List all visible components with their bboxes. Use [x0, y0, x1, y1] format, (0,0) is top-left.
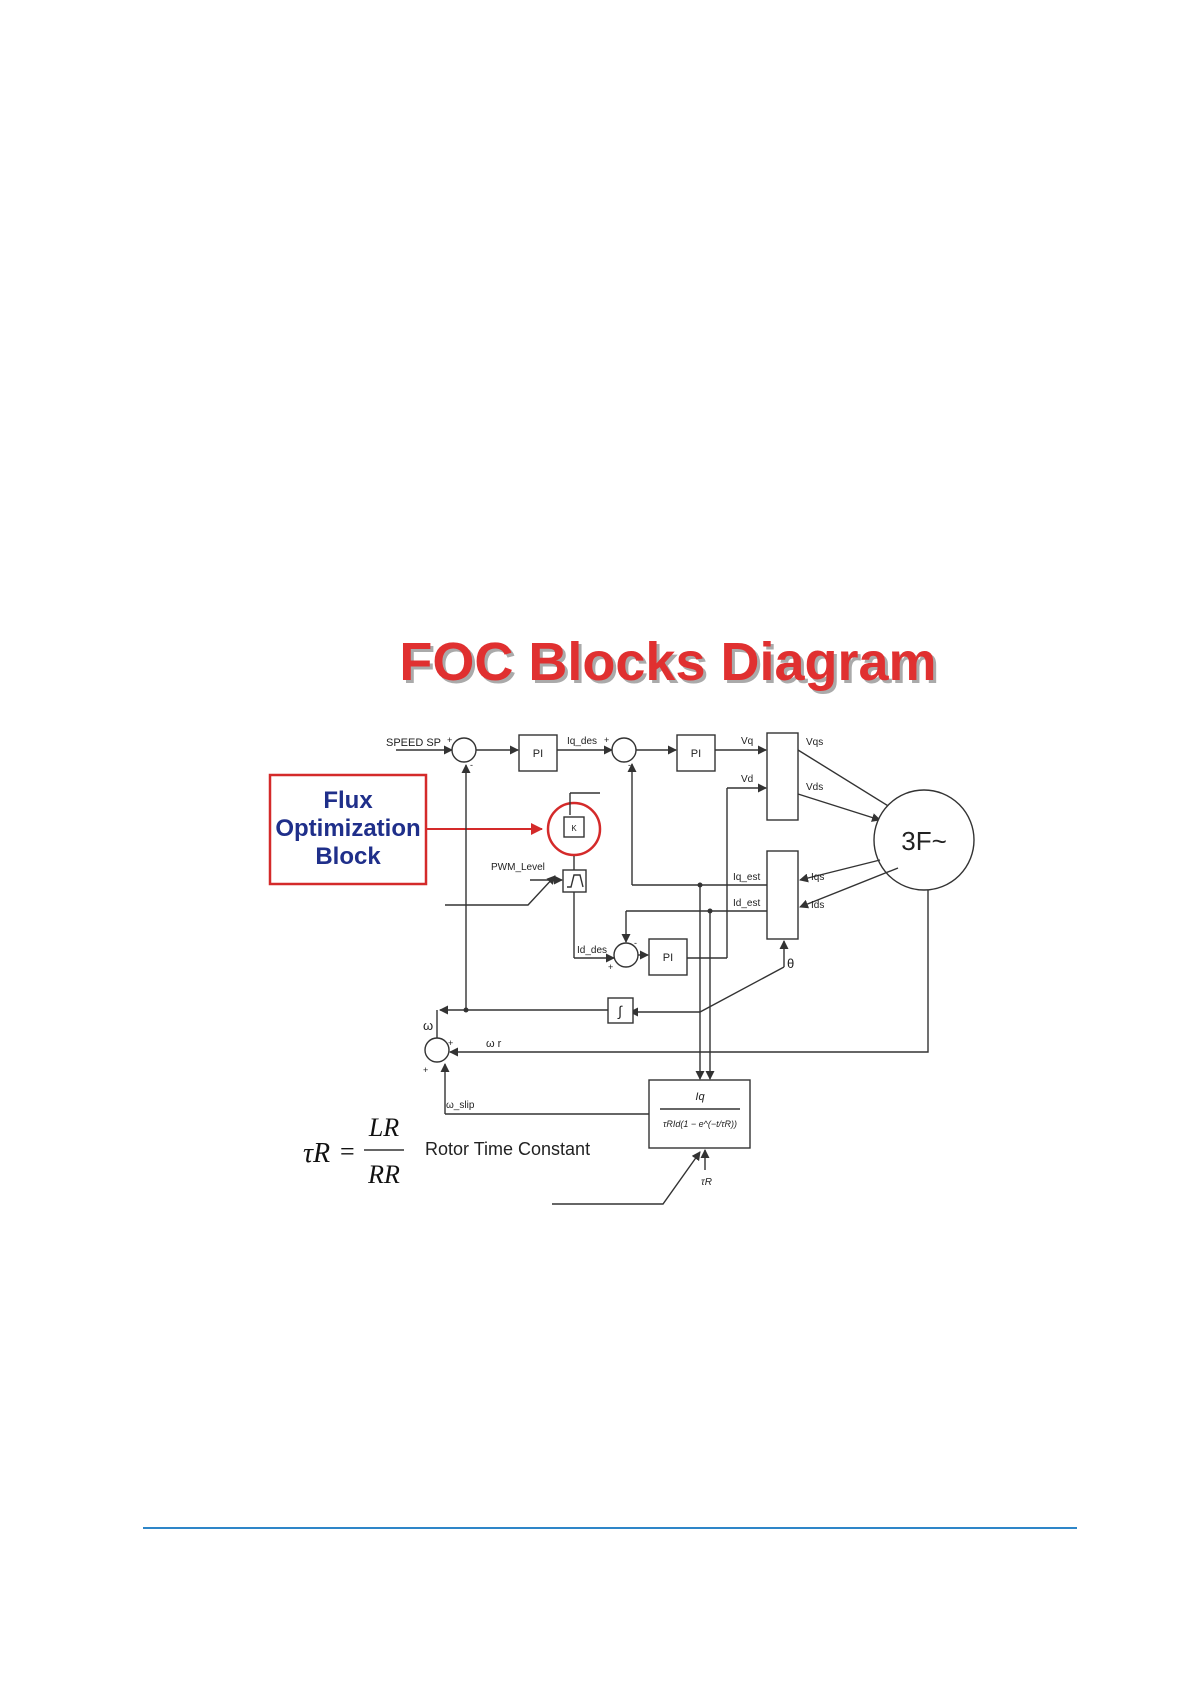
- footer-rule: [143, 1527, 1077, 1529]
- label-speed-sp: SPEED SP: [386, 737, 441, 749]
- svg-text:+: +: [608, 962, 613, 972]
- diagram-title: FOC Blocks Diagram: [399, 632, 936, 692]
- formula-numerator: LR: [368, 1113, 399, 1142]
- sum-omega: [425, 1038, 449, 1062]
- callout-line-3: Block: [315, 843, 381, 870]
- svg-text:-: -: [634, 938, 637, 948]
- motor-label: 3F~: [901, 826, 947, 856]
- label-iq-est: Iq_est: [733, 872, 760, 883]
- formula-equals: =: [340, 1137, 355, 1166]
- svg-text:+: +: [423, 1065, 428, 1075]
- pi-id-label: PI: [663, 952, 673, 964]
- saturation-block: [563, 870, 586, 892]
- pi-speed-label: PI: [533, 748, 543, 760]
- formula-denominator: RR: [367, 1160, 400, 1189]
- svg-text:+: +: [604, 735, 609, 745]
- park-block: [767, 851, 798, 939]
- inverse-park-block: [767, 733, 798, 820]
- label-omega: ω: [423, 1018, 433, 1033]
- label-vq: Vq: [741, 736, 753, 747]
- formula-lhs: τR: [303, 1138, 330, 1169]
- label-iqs: Iqs: [811, 872, 824, 883]
- label-theta: θ: [787, 956, 794, 971]
- label-id-des: Id_des: [577, 945, 607, 956]
- sum-speed: [452, 738, 476, 762]
- label-vds: Vds: [806, 782, 823, 793]
- label-ids: Ids: [811, 900, 824, 911]
- svg-text:-: -: [470, 760, 473, 770]
- slip-denominator: τRId(1 − e^(−t/τR)): [663, 1119, 737, 1129]
- slip-numerator: Iq: [695, 1091, 705, 1103]
- label-vd: Vd: [741, 774, 753, 785]
- label-id-est: Id_est: [733, 898, 760, 909]
- label-vqs: Vqs: [806, 737, 823, 748]
- formula-caption: Rotor Time Constant: [425, 1139, 590, 1159]
- callout-line-1: Flux: [323, 787, 373, 814]
- label-omega-slip: ω_slip: [446, 1100, 475, 1111]
- svg-text:+: +: [447, 735, 452, 745]
- flux-optimization-callout: Flux Optimization Block: [270, 775, 426, 884]
- label-pwm-level: PWM_Level: [491, 862, 545, 873]
- sum-iq: [612, 738, 636, 762]
- svg-text:-: -: [628, 760, 631, 770]
- k-gain-label: K: [571, 824, 577, 833]
- pi-iq-label: PI: [691, 748, 701, 760]
- label-tau-r-input: τR: [701, 1177, 712, 1188]
- label-iq-des: Iq_des: [567, 736, 597, 747]
- svg-text:+: +: [448, 1038, 453, 1048]
- callout-line-2: Optimization: [275, 815, 420, 842]
- label-omega-r: ω r: [486, 1038, 502, 1050]
